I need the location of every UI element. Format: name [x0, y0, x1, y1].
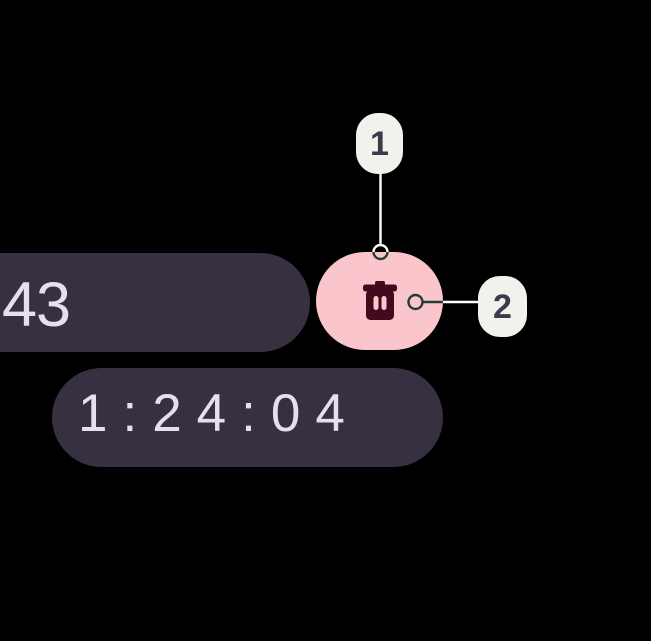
callout-1-badge: 1: [356, 113, 403, 174]
callout-2-number: 2: [493, 287, 512, 326]
callout-2-badge: 2: [478, 276, 527, 337]
lap-time-text: 1:24:04: [78, 384, 360, 443]
delete-button[interactable]: [316, 252, 443, 350]
delete-trash-icon: [362, 281, 397, 320]
callout-1-number: 1: [370, 124, 389, 163]
elapsed-time-pill: 43: [0, 253, 310, 352]
lap-time-pill: 1:24:04: [52, 368, 443, 467]
elapsed-time-text: 43: [2, 270, 71, 340]
